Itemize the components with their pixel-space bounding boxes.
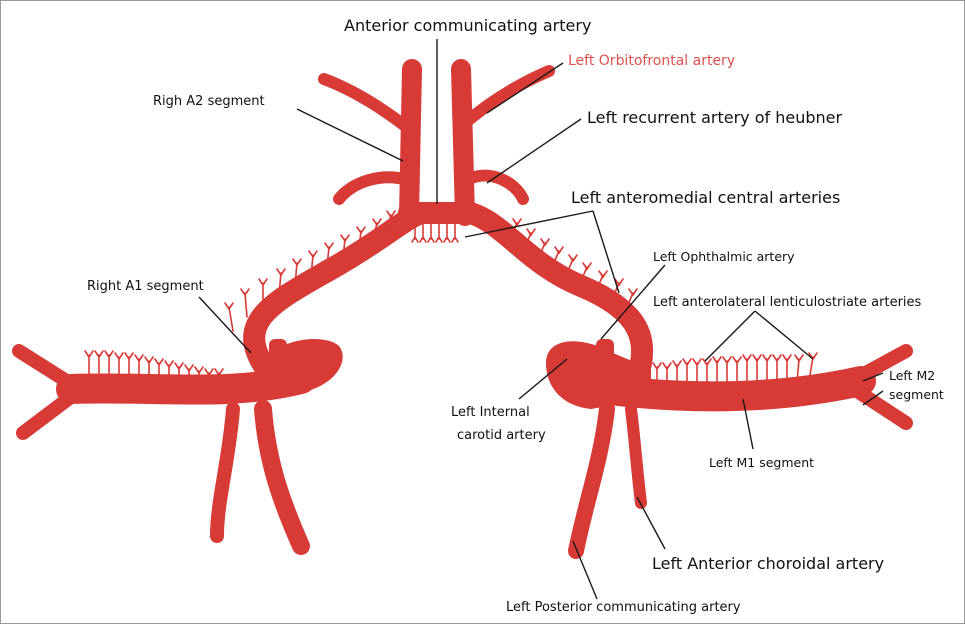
label-m2-line1: Left M2 bbox=[889, 368, 935, 383]
leader-orbitofrontal bbox=[487, 63, 563, 113]
left-pcom-vessel bbox=[576, 409, 607, 551]
right-ica-stem-a bbox=[217, 409, 233, 536]
twig bbox=[444, 223, 450, 242]
right-m2-upper bbox=[19, 351, 76, 387]
label-lenticulostriate: Left anterolateral lenticulostriate arte… bbox=[653, 295, 922, 310]
left-orbitofrontal-vessel bbox=[465, 71, 549, 123]
left-ophthalmic-stub bbox=[596, 339, 614, 369]
left-heubner-vessel bbox=[469, 176, 523, 199]
label-right-a2: Righ A2 segment bbox=[153, 94, 265, 109]
twig bbox=[452, 223, 458, 242]
label-pcom: Left Posterior communicating artery bbox=[506, 600, 741, 615]
right-a2 bbox=[409, 69, 412, 216]
label-ica-line2: carotid artery bbox=[457, 428, 546, 443]
label-ophthalmic: Left Ophthalmic artery bbox=[653, 249, 795, 264]
left-choroidal-vessel bbox=[631, 409, 641, 503]
label-choroidal: Left Anterior choroidal artery bbox=[652, 554, 884, 573]
label-m2-line2: segment bbox=[889, 387, 944, 402]
leader-lenticulostriate-a bbox=[705, 311, 755, 361]
arteries bbox=[19, 69, 906, 551]
twig bbox=[420, 223, 426, 242]
left-a2 bbox=[461, 69, 465, 216]
label-orbitofrontal: Left Orbitofrontal artery bbox=[568, 53, 735, 69]
label-right-a1: Right A1 segment bbox=[87, 279, 204, 294]
twig bbox=[241, 289, 249, 317]
twig bbox=[436, 223, 442, 242]
leader-right-a1 bbox=[199, 297, 251, 353]
right-a2-branch bbox=[324, 79, 409, 129]
label-heubner: Left recurrent artery of heubner bbox=[587, 108, 842, 127]
right-ica-stem-b bbox=[263, 409, 301, 546]
leader-lenticulostriate-b bbox=[755, 311, 813, 359]
label-ica-line1: Left Internal bbox=[451, 405, 530, 420]
leader-anteromedial-b bbox=[593, 211, 619, 293]
label-anteromedial: Left anteromedial central arteries bbox=[571, 188, 840, 207]
label-acom: Anterior communicating artery bbox=[344, 16, 591, 35]
label-m1: Left M1 segment bbox=[709, 455, 814, 470]
left-m1-trunk bbox=[601, 381, 861, 396]
leader-pcom bbox=[573, 541, 597, 599]
leader-heubner bbox=[487, 119, 581, 183]
right-m2-lower bbox=[23, 393, 76, 433]
twig bbox=[428, 223, 434, 242]
leader-choroidal bbox=[637, 497, 665, 549]
